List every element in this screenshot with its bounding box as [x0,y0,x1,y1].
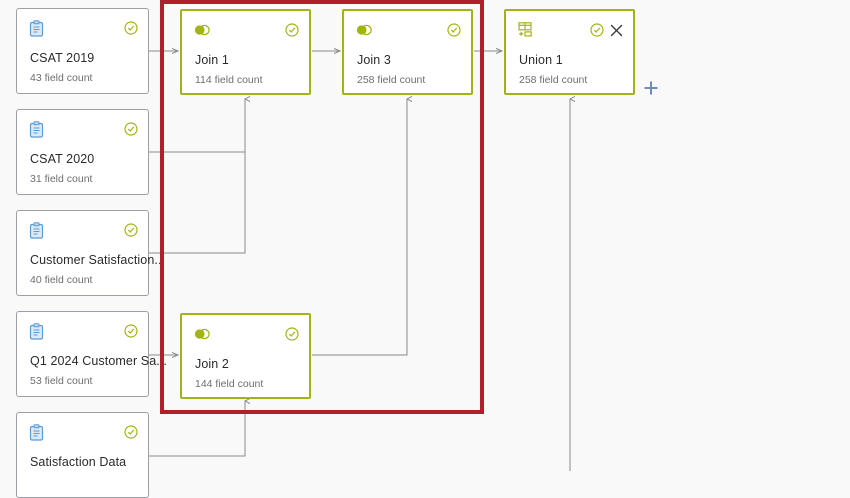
check-circle-icon [447,23,461,37]
join-icon [194,24,210,36]
node-title: Satisfaction Data [30,455,127,469]
node-header [17,211,148,241]
clipboard-icon [29,19,44,37]
node-subtitle: 144 field count [195,378,264,390]
node-union-1[interactable]: Union 1 258 field count [504,9,635,95]
edge-satisfactiondata-join2 [149,401,245,457]
join-icon [194,328,210,340]
node-csat-2020[interactable]: CSAT 2020 31 field count [16,109,149,195]
node-subtitle: 43 field count [30,72,93,84]
node-subtitle: 40 field count [30,274,93,286]
node-subtitle: 258 field count [357,74,426,86]
node-subtitle: 31 field count [30,173,93,185]
union-icon [518,22,535,38]
node-title: Join 3 [357,53,391,67]
edge-join2-join3 [312,99,407,356]
check-circle-icon [285,327,299,341]
node-satisfaction-data[interactable]: Satisfaction Data [16,412,149,498]
node-header [344,11,471,41]
edge-customersat-join1 [149,152,246,254]
node-title: Join 2 [195,357,229,371]
node-title: Q1 2024 Customer Sa... [30,354,167,368]
node-header [17,9,148,39]
add-step-button[interactable] [643,80,659,96]
plus-icon [644,81,658,95]
node-header [17,312,148,342]
check-circle-icon [590,23,604,37]
node-header [17,413,148,443]
check-circle-icon [124,324,138,338]
check-circle-icon [124,223,138,237]
node-header [182,11,309,41]
check-circle-icon [124,122,138,136]
node-subtitle: 258 field count [519,74,588,86]
node-title: CSAT 2020 [30,152,95,166]
clipboard-icon [29,322,44,340]
node-customer-satisfaction[interactable]: Customer Satisfaction... 40 field count [16,210,165,296]
node-title: Union 1 [519,53,563,67]
node-subtitle: 114 field count [195,74,263,86]
check-circle-icon [124,21,138,35]
join-icon [356,24,372,36]
edge-csat2020-join1 [149,99,245,153]
clipboard-icon [29,120,44,138]
node-csat-2019[interactable]: CSAT 2019 43 field count [16,8,149,94]
node-title: CSAT 2019 [30,51,95,65]
node-header [506,11,633,41]
node-q1-2024-customer-sa[interactable]: Q1 2024 Customer Sa... 53 field count [16,311,167,397]
check-circle-icon [285,23,299,37]
node-subtitle: 53 field count [30,375,93,387]
node-title: Join 1 [195,53,229,67]
close-icon[interactable] [610,24,623,37]
clipboard-icon [29,423,44,441]
node-join-1[interactable]: Join 1 114 field count [180,9,311,95]
node-header [182,315,309,345]
node-join-2[interactable]: Join 2 144 field count [180,313,311,399]
clipboard-icon [29,221,44,239]
node-title: Customer Satisfaction... [30,253,166,267]
node-join-3[interactable]: Join 3 258 field count [342,9,473,95]
check-circle-icon [124,425,138,439]
node-header [17,110,148,140]
